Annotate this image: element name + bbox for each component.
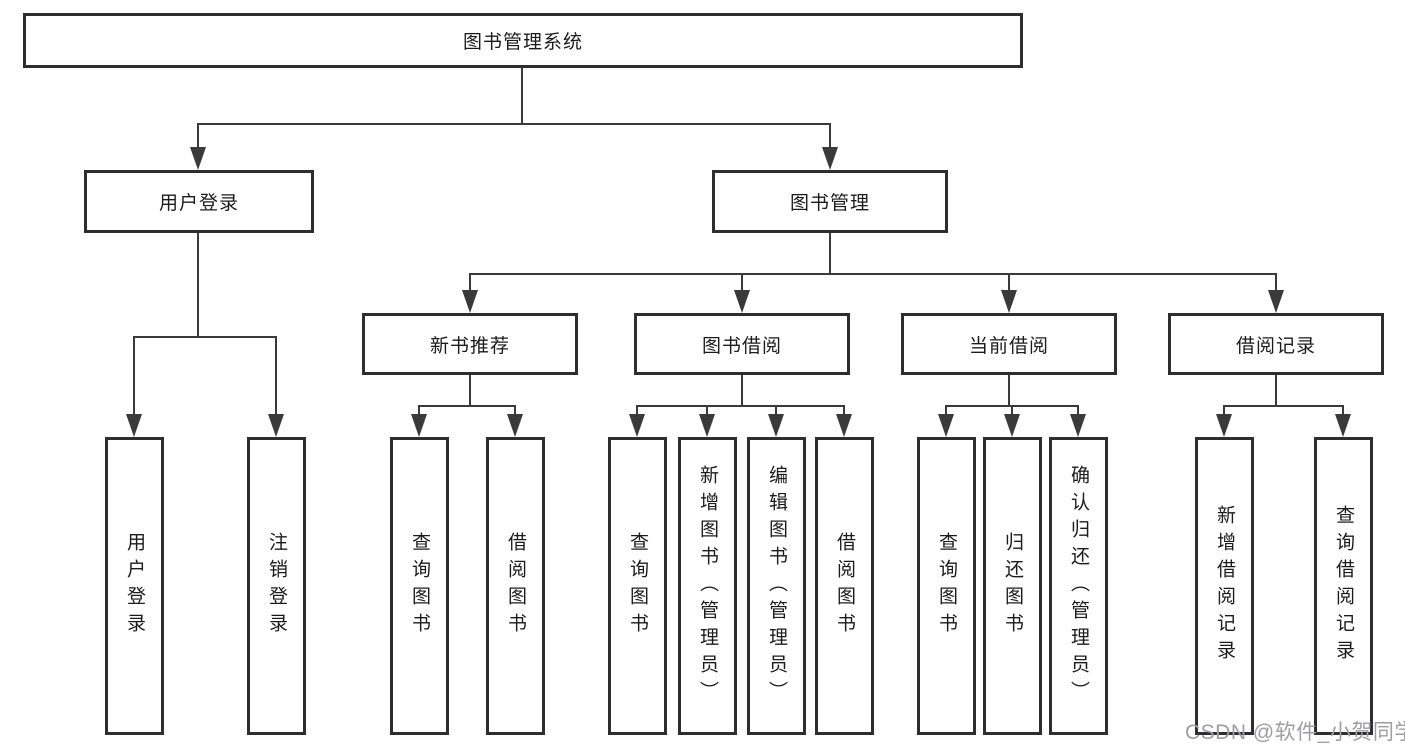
connector-line [1275,375,1277,405]
connector-line [469,273,1277,275]
node-label: 注销登录 [266,532,287,640]
arrowhead-icon [507,414,523,437]
connector-line [1008,273,1010,293]
connector-line [945,405,947,416]
connector-line [418,405,420,416]
arrowhead-icon [1004,414,1020,437]
leaf-return-books: 归还图书 [983,437,1042,735]
node-label: 归还图书 [1002,532,1023,640]
connector-line [1342,405,1344,416]
leaf-add-books-admin: 新增图书（管理员） [678,437,737,735]
leaf-add-borrow-record: 新增借阅记录 [1195,437,1254,735]
leaf-query-books-current: 查询图书 [917,437,976,735]
leaf-borrow-books-recommend: 借阅图书 [486,437,545,735]
arrowhead-icon [190,147,206,170]
connector-line [1223,405,1225,416]
connector-line [469,273,471,293]
node-label: 查询借阅记录 [1333,505,1354,667]
arrowhead-icon [699,414,715,437]
leaf-query-books: 查询图书 [608,437,667,735]
node-label: 借阅图书 [834,532,855,640]
node-label: 当前借阅 [968,335,1049,357]
connector-line [469,375,471,405]
node-label: 查询图书 [409,532,430,640]
leaf-query-books-recommend: 查询图书 [390,437,449,735]
connector-line [636,405,845,407]
leaf-confirm-return-admin: 确认归还（管理员） [1049,437,1108,735]
node-label: 新增图书（管理员） [697,464,718,708]
arrowhead-icon [768,414,784,437]
arrowhead-icon [938,414,954,437]
arrowhead-icon [836,414,852,437]
connector-line [636,405,638,416]
leaf-user-login: 用户登录 [105,437,164,735]
node-label: 确认归还（管理员） [1068,464,1089,708]
node-borrowing-records: 借阅记录 [1168,313,1384,375]
node-label: 用户登录 [158,193,239,214]
node-library-system: 图书管理系统 [23,13,1023,68]
connector-line [1275,273,1277,293]
node-label: 图书管理系统 [462,32,583,53]
connector-line [514,405,516,416]
connector-line [829,233,831,273]
node-label: 图书借阅 [701,335,782,357]
node-label: 新书推荐 [429,335,510,357]
node-new-book-recommend: 新书推荐 [362,313,578,375]
arrowhead-icon [734,290,750,313]
arrowhead-icon [629,414,645,437]
arrowhead-icon [1001,290,1017,313]
connector-line [1011,405,1013,416]
connector-line [843,405,845,416]
connector-line [418,405,516,407]
arrowhead-icon [1070,414,1086,437]
connector-line [197,123,831,125]
arrowhead-icon [1268,290,1284,313]
leaf-borrow-books: 借阅图书 [815,437,874,735]
connector-line [275,336,277,415]
arrowhead-icon [268,414,284,437]
connector-line [741,375,743,405]
arrowhead-icon [126,414,142,437]
leaf-logout: 注销登录 [247,437,306,735]
node-user-login: 用户登录 [84,170,314,233]
connector-line [133,336,135,415]
connector-line [1077,405,1079,416]
node-label: 借阅记录 [1235,335,1316,357]
connector-line [521,68,523,123]
arrowhead-icon [1216,414,1232,437]
leaf-edit-books-admin: 编辑图书（管理员） [747,437,806,735]
connector-line [829,123,831,149]
connector-line [197,233,199,336]
arrowhead-icon [411,414,427,437]
node-label: 用户登录 [124,532,145,640]
arrowhead-icon [1335,414,1351,437]
node-book-borrowing: 图书借阅 [634,313,850,375]
arrowhead-icon [822,147,838,170]
arrowhead-icon [462,290,478,313]
csdn-watermark: CSDN @软件_小贺同学 [1185,721,1405,744]
connector-line [741,273,743,293]
node-label: 编辑图书（管理员） [766,464,787,708]
node-label: 借阅图书 [505,532,526,640]
connector-line [706,405,708,416]
node-label: 图书管理 [789,193,870,214]
connector-line [775,405,777,416]
node-label: 查询图书 [627,532,648,640]
connector-line [133,336,277,338]
connector-line [197,123,199,149]
connector-line [1223,405,1344,407]
leaf-query-borrow-record: 查询借阅记录 [1314,437,1373,735]
node-label: 新增借阅记录 [1214,505,1235,667]
node-current-borrowing: 当前借阅 [901,313,1117,375]
node-book-management: 图书管理 [712,170,948,233]
node-label: 查询图书 [936,532,957,640]
connector-line [1008,375,1010,405]
